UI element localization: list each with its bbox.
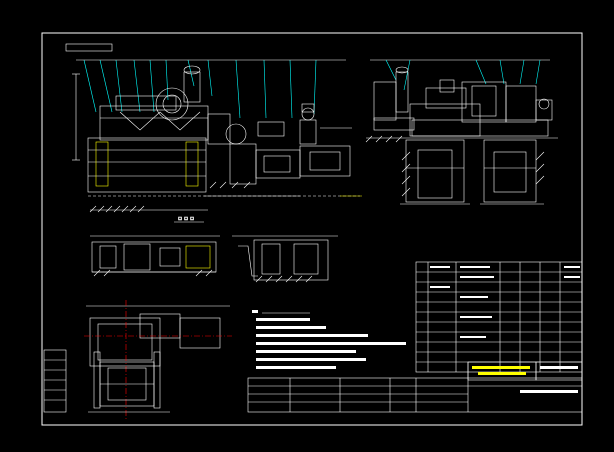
- plan-view-foundation-a[interactable]: [90, 235, 220, 277]
- section-view-pit-b[interactable]: [232, 235, 338, 283]
- main-elevation-view[interactable]: ▫ ▫ ▫: [65, 43, 362, 223]
- view-label-main: ▫ ▫ ▫: [178, 215, 194, 222]
- parts-list-table[interactable]: [415, 261, 583, 373]
- plan-view-machine-c[interactable]: [84, 300, 232, 420]
- side-elevation-view[interactable]: [365, 59, 558, 205]
- revision-stamp: [43, 349, 67, 413]
- drawing-border: [41, 32, 583, 426]
- technical-notes: [252, 310, 406, 369]
- title-block[interactable]: [247, 361, 583, 413]
